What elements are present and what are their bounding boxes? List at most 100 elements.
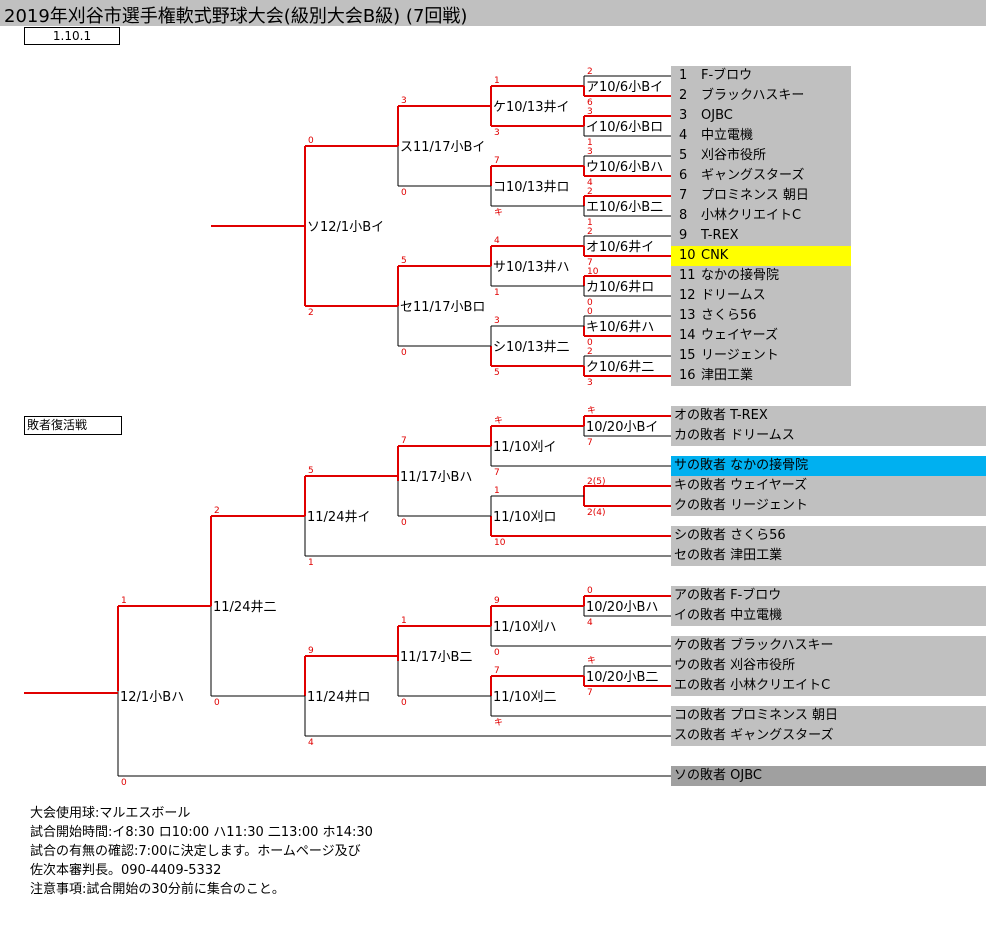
consolation-row-label: ケの敗者 ブラックハスキー (674, 638, 834, 653)
score-label: キ (494, 208, 503, 218)
score-label: 0 (587, 298, 593, 308)
consolation-row: カの敗者 ドリームス (671, 426, 986, 446)
score-label: 0 (494, 648, 500, 658)
consolation-label: 敗者復活戦 (24, 416, 122, 435)
score-label: 0 (308, 136, 314, 146)
note-line: 試合の有無の確認:7:00に決定します。ホームページ及び (30, 844, 361, 859)
match-label: 11/24井イ (307, 510, 370, 525)
score-label: 5 (494, 368, 500, 378)
consolation-row: ソの敗者 OJBC (671, 766, 986, 786)
match-label: カ10/6井ロ (586, 280, 654, 295)
consolation-row-label: スの敗者 ギャングスターズ (674, 728, 834, 743)
team-number: 10 (679, 248, 696, 263)
score-label: 0 (401, 348, 407, 358)
consolation-row-label: ソの敗者 OJBC (674, 768, 762, 783)
consolation-row-label: カの敗者 ドリームス (674, 428, 795, 443)
version-label: 1.10.1 (24, 27, 120, 45)
score-label: 0 (587, 586, 593, 596)
consolation-row-label: クの敗者 リージェント (674, 498, 808, 513)
team-row: 10 CNK (671, 246, 851, 266)
team-name: ドリームス (701, 288, 766, 303)
team-name: CNK (701, 248, 729, 263)
consolation-row: ケの敗者 ブラックハスキー (671, 636, 986, 656)
consolation-row: シの敗者 さくら56 (671, 526, 986, 546)
match-label: セ11/17小Bロ (400, 300, 485, 315)
consolation-row: セの敗者 津田工業 (671, 546, 986, 566)
title-bar: 2019年刈谷市選手権軟式野球大会(級別大会B級) (7回戦) (0, 0, 986, 27)
score-label: 1 (587, 138, 593, 148)
team-number: 4 (679, 128, 688, 143)
note-line: 大会使用球:マルエスボール (30, 806, 191, 821)
match-label: ク10/6井二 (586, 360, 654, 375)
score-label: 0 (214, 698, 220, 708)
match-label: 11/17小B二 (400, 650, 472, 665)
consolation-row: コの敗者 プロミネンス 朝日 (671, 706, 986, 726)
match-label: 10/20小Bイ (586, 420, 658, 435)
score-label: 7 (587, 438, 593, 448)
score-label: 7 (494, 468, 500, 478)
match-label: 11/10刈二 (493, 690, 556, 705)
score-label: 2 (587, 347, 593, 357)
score-label: 5 (308, 466, 314, 476)
score-label: 7 (587, 688, 593, 698)
score-label: 2(4) (587, 508, 605, 518)
match-label: 11/24井二 (213, 600, 276, 615)
score-label: 7 (494, 666, 500, 676)
team-name: ギャングスターズ (701, 168, 805, 183)
score-label: 7 (401, 436, 407, 446)
team-number: 12 (679, 288, 696, 303)
score-label: 0 (401, 698, 407, 708)
team-number: 11 (679, 268, 696, 283)
score-label: 0 (401, 188, 407, 198)
score-label: 1 (121, 596, 127, 606)
consolation-row: クの敗者 リージェント (671, 496, 986, 516)
consolation-row-label: コの敗者 プロミネンス 朝日 (674, 708, 839, 723)
score-label: キ (587, 406, 596, 416)
team-number: 8 (679, 208, 688, 223)
team-name: プロミネンス 朝日 (701, 188, 809, 203)
match-label: コ10/13井ロ (493, 180, 569, 195)
score-label: 4 (587, 618, 593, 628)
score-label: 3 (494, 316, 500, 326)
score-label: 1 (401, 616, 407, 626)
consolation-row-label: オの敗者 T-REX (674, 408, 768, 423)
consolation-row-label: シの敗者 さくら56 (674, 528, 786, 543)
score-label: 2 (214, 506, 220, 516)
consolation-row: サの敗者 なかの接骨院 (671, 456, 986, 476)
consolation-row: イの敗者 中立電機 (671, 606, 986, 626)
consolation-row: スの敗者 ギャングスターズ (671, 726, 986, 746)
match-label: 12/1小Bハ (120, 690, 184, 705)
score-label: 2 (308, 308, 314, 318)
score-label: 4 (494, 236, 500, 246)
score-label: 10 (494, 538, 506, 548)
team-name: T-REX (701, 228, 739, 243)
match-label: ス11/17小Bイ (400, 140, 485, 155)
consolation-row-label: エの敗者 小林クリエイトC (674, 678, 831, 693)
consolation-row-label: アの敗者 F-ブロウ (674, 588, 782, 603)
team-name: OJBC (701, 108, 733, 123)
match-label: エ10/6小B二 (586, 200, 663, 215)
consolation-row: エの敗者 小林クリエイトC (671, 676, 986, 696)
score-label: 6 (587, 98, 593, 108)
consolation-row-label: サの敗者 なかの接骨院 (674, 458, 809, 473)
score-label: 3 (587, 147, 593, 157)
score-label: 0 (587, 338, 593, 348)
consolation-row-label: セの敗者 津田工業 (674, 548, 783, 563)
score-label: 1 (494, 288, 500, 298)
team-name: 小林クリエイトC (701, 208, 802, 223)
match-label: ソ12/1小Bイ (307, 220, 384, 235)
score-label: 2(5) (587, 477, 605, 487)
score-label: 7 (494, 156, 500, 166)
